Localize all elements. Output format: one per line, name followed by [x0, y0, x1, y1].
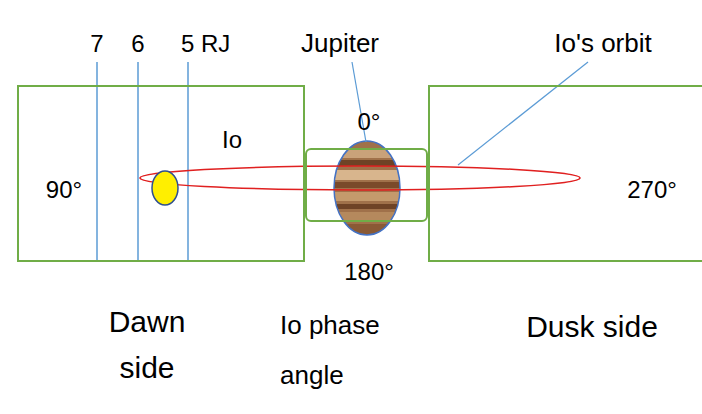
orbit-label: Io's orbit [554, 29, 651, 59]
moon-label: Io [222, 126, 242, 154]
distance-number: 7 [90, 30, 103, 58]
distance-number: 6 [131, 30, 144, 58]
side-label: Dusk side [526, 310, 658, 345]
region-box: 270°Dusk side [428, 85, 702, 262]
phase-angle: 90° [46, 176, 82, 204]
jupiter-planet [330, 138, 405, 238]
io-moon [152, 171, 178, 205]
phase-angle: 0° [358, 108, 381, 136]
distance-line [96, 62, 98, 262]
phase-angle: 270° [627, 176, 677, 204]
side-label: Dawn side [99, 299, 195, 391]
distance-line [137, 62, 139, 262]
distance-line [187, 62, 189, 262]
leader-line [458, 62, 588, 165]
io-orbit [140, 166, 580, 190]
axis-caption: Io phase angle [280, 300, 412, 400]
region-box: 0°180° [305, 148, 428, 222]
planet-label: Jupiter [301, 29, 379, 59]
phase-angle: 180° [344, 258, 394, 286]
region-box: 90°Dawn side [17, 85, 305, 262]
distance-number: 5 RJ [181, 30, 230, 58]
